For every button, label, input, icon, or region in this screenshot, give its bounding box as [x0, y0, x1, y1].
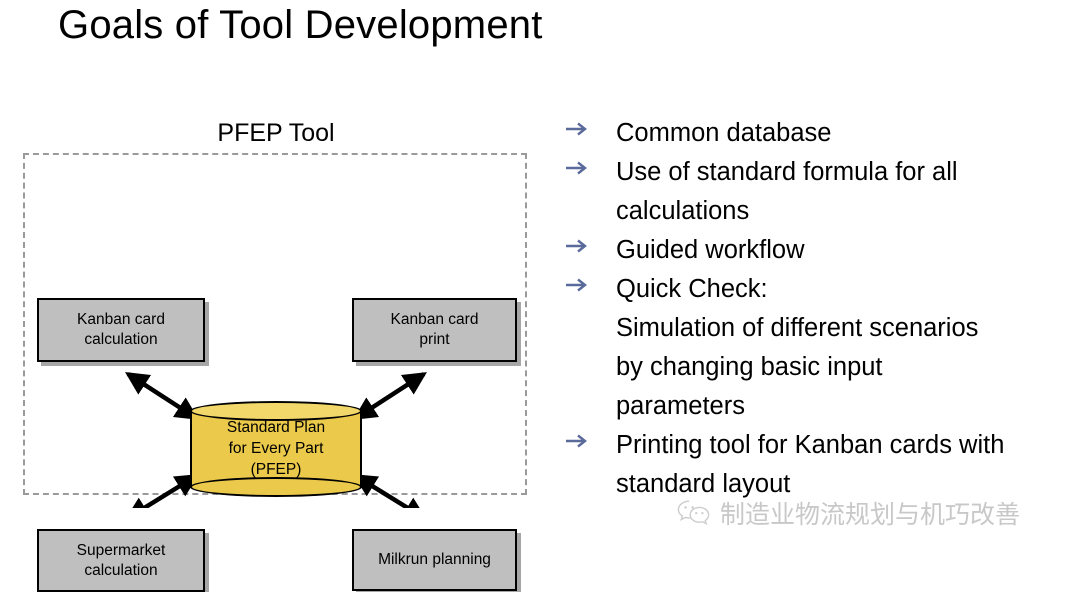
node-milkrun-planning[interactable]: Milkrun planning: [352, 529, 517, 591]
watermark: 制造业物流规划与机巧改善: [676, 498, 1020, 531]
database-label-line-3: (PFEP): [250, 461, 302, 478]
node-supermarket-calculation[interactable]: Supermarket calculation: [37, 529, 205, 592]
list-item-text: Common database: [616, 119, 832, 147]
database-label-line-2: for Every Part: [228, 440, 324, 457]
list-item-text: Printing tool for Kanban cards with stan…: [616, 431, 1005, 498]
node-kanban-card-print[interactable]: Kanban card print: [352, 298, 517, 362]
watermark-text: 制造业物流规划与机巧改善: [720, 499, 1021, 529]
list-item: Quick Check:: [566, 270, 1076, 309]
node-kanban-card-calculation[interactable]: Kanban card calculation: [37, 298, 205, 362]
pfep-tool-diagram: PFEP Tool Kanban card calculation Kanban…: [0, 118, 552, 592]
cylinder-body-shape: [190, 410, 362, 488]
node-label: Kanban card calculation: [77, 311, 165, 348]
cylinder-top-shape: [190, 401, 362, 421]
cylinder-bottom-shape: [190, 477, 362, 497]
arrow-right-icon: [566, 153, 616, 176]
list-item-text: Simulation of different scenarios by cha…: [616, 314, 979, 420]
list-item: Use of standard formula for all calculat…: [566, 153, 1076, 231]
database-label: Standard Plan for Every Part (PFEP): [190, 417, 362, 480]
list-item: Common database: [566, 114, 1076, 153]
goals-bullet-list: Common database Use of standard formula …: [566, 114, 1076, 504]
arrow-right-icon: [566, 231, 616, 254]
wechat-icon: [676, 498, 712, 531]
database-label-line-1: Standard Plan: [226, 419, 326, 436]
list-item: Printing tool for Kanban cards with stan…: [566, 426, 1076, 504]
list-item: Guided workflow: [566, 231, 1076, 270]
list-item-text: Guided workflow: [616, 236, 805, 264]
list-item-text: Quick Check:: [616, 275, 768, 303]
node-pfep-database[interactable]: Standard Plan for Every Part (PFEP): [190, 401, 362, 497]
arrow-right-icon: [566, 426, 616, 449]
diagram-container-label: PFEP Tool: [217, 119, 335, 147]
arrow-right-icon: [566, 114, 616, 137]
node-label: Kanban card print: [390, 311, 479, 348]
page-title: Goals of Tool Development: [58, 3, 543, 47]
list-item-continuation: Simulation of different scenarios by cha…: [566, 309, 1076, 426]
node-label: Supermarket calculation: [76, 541, 166, 579]
list-item-text: Use of standard formula for all calculat…: [616, 158, 958, 225]
bullet-spacer: [566, 309, 616, 316]
arrow-right-icon: [566, 270, 616, 293]
node-label: Milkrun planning: [378, 551, 491, 568]
